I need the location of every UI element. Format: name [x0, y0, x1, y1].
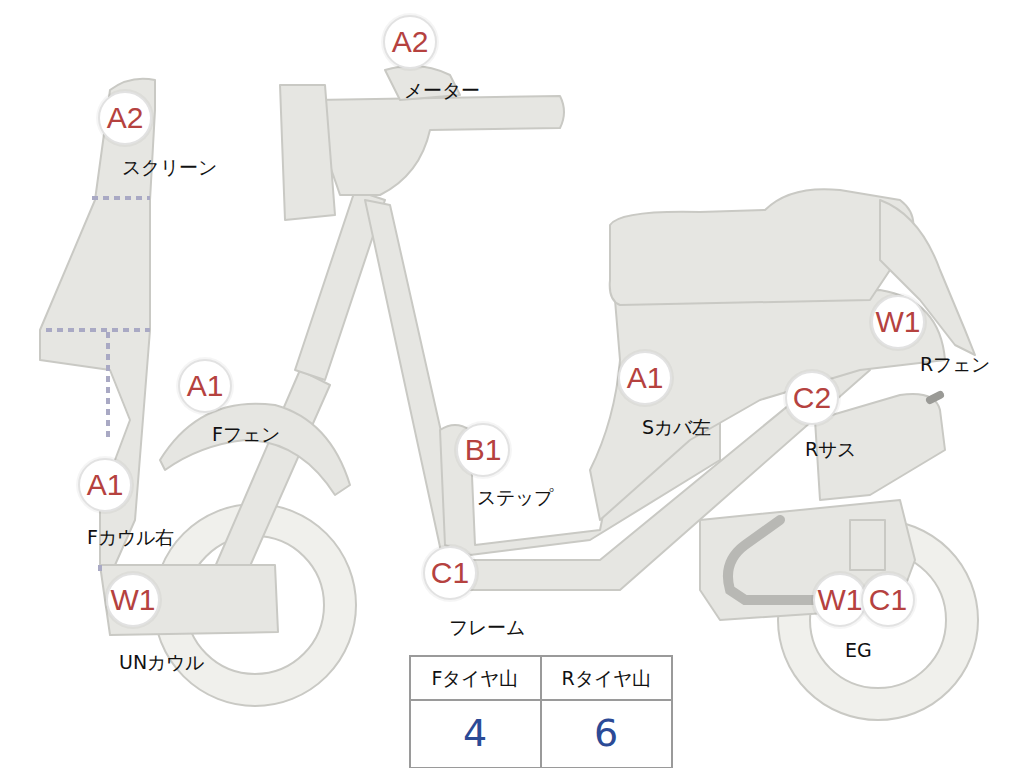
callout-circle: C1フレーム	[423, 546, 477, 600]
damage-code: W1	[818, 585, 863, 615]
callout-circle: A1Fフェン	[178, 359, 232, 413]
part-name: EG	[845, 639, 872, 662]
damage-code: B1	[465, 435, 502, 465]
table-header: Fタイヤ山	[432, 668, 519, 689]
callout-circle: C1	[861, 573, 915, 627]
callout-circle: A1Fカウル右	[78, 458, 132, 512]
damage-code: C1	[431, 558, 469, 588]
part-name: ステップ	[477, 486, 553, 509]
table-header: Rタイヤ山	[561, 668, 650, 689]
damage-code: A1	[627, 363, 664, 393]
part-name: スクリーン	[122, 156, 217, 179]
part-name: フレーム	[449, 616, 525, 639]
damage-code: W1	[876, 307, 921, 337]
damage-code: C2	[793, 383, 831, 413]
callout-circle: A1Sカバ左	[618, 351, 672, 405]
part-name: Fカウル右	[87, 526, 174, 549]
callout-circle: A2メーター	[383, 15, 437, 69]
callout-circle: W1EG	[813, 573, 867, 627]
part-name: Sカバ左	[642, 416, 711, 439]
tyre-value: 6	[594, 713, 618, 755]
damage-code: A2	[392, 27, 429, 57]
damage-code: A1	[87, 470, 124, 500]
callout-circle: C2Rサス	[785, 371, 839, 425]
part-name: UNカウル	[119, 651, 204, 674]
part-name: メーター	[404, 79, 480, 102]
damage-code: A2	[107, 103, 144, 133]
part-name: Rフェン	[920, 353, 990, 376]
damage-code: C1	[869, 585, 907, 615]
part-name: Rサス	[805, 438, 856, 461]
callout-circle: W1UNカウル	[106, 573, 160, 627]
callout-circle: W1Rフェン	[871, 295, 925, 349]
callout-circle: B1ステップ	[456, 423, 510, 477]
tyre-value: 4	[463, 713, 487, 755]
callout-circle: A2スクリーン	[98, 91, 152, 145]
part-name: Fフェン	[212, 423, 280, 446]
damage-code: W1	[111, 585, 156, 615]
damage-code: A1	[187, 371, 224, 401]
